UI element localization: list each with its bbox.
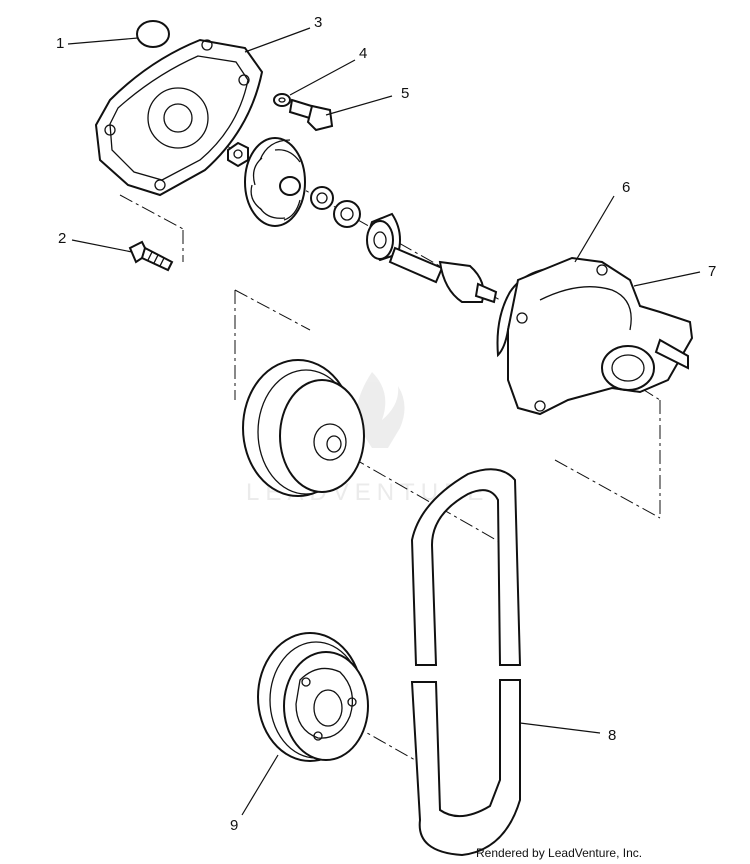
lower-pulley bbox=[257, 632, 369, 762]
pump-cover bbox=[94, 38, 264, 197]
upper-pulley bbox=[242, 359, 365, 497]
callout-2: 2 bbox=[58, 230, 66, 247]
gasket-ring bbox=[136, 20, 170, 48]
pump-shaft bbox=[388, 246, 498, 304]
pump-housing bbox=[507, 256, 694, 416]
shaft-seals bbox=[310, 186, 401, 262]
impeller-nut bbox=[227, 141, 249, 168]
bolt bbox=[288, 98, 334, 132]
washer bbox=[273, 93, 291, 107]
callout-7: 7 bbox=[708, 263, 716, 280]
callouts: 1 2 3 4 5 6 7 8 9 bbox=[56, 14, 716, 834]
v-belt bbox=[410, 468, 522, 857]
callout-6: 6 bbox=[622, 179, 630, 196]
screw bbox=[128, 240, 174, 272]
callout-1: 1 bbox=[56, 35, 64, 52]
leader-lines bbox=[67, 27, 701, 816]
callout-8: 8 bbox=[608, 727, 616, 744]
callout-3: 3 bbox=[314, 14, 322, 31]
callout-5: 5 bbox=[401, 85, 409, 102]
callout-4: 4 bbox=[359, 45, 367, 62]
render-credit: Rendered by LeadVenture, Inc. bbox=[476, 846, 643, 860]
callout-9: 9 bbox=[230, 817, 238, 834]
impeller bbox=[244, 137, 306, 227]
